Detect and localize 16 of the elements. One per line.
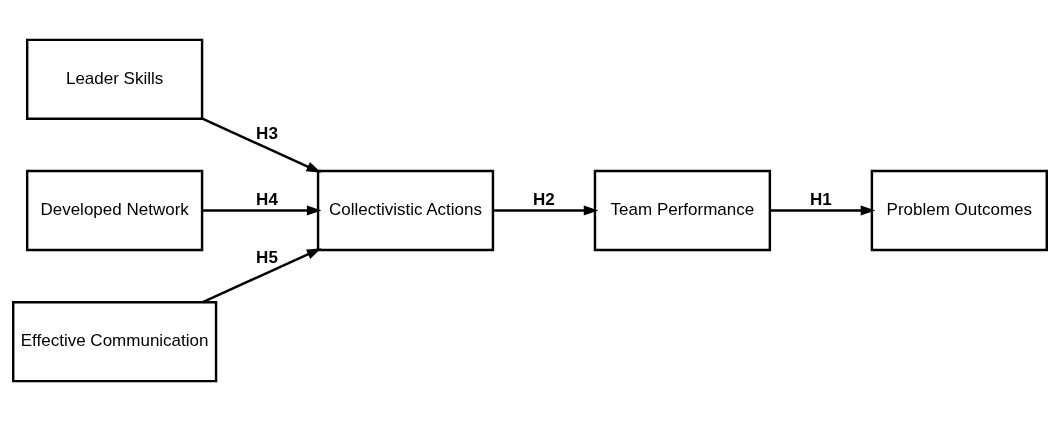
edge-label: H2	[533, 189, 555, 209]
edge-label: H4	[256, 189, 278, 209]
node-box: Problem Outcomes	[870, 169, 1048, 252]
arrow	[770, 205, 876, 216]
arrow	[201, 117, 322, 173]
node-box: Team Performance	[593, 169, 772, 252]
edge-label: H5	[256, 247, 278, 267]
edge-label: H3	[256, 124, 278, 144]
arrow	[202, 248, 322, 304]
node-box: Effective Communication	[12, 301, 218, 383]
arrow	[493, 205, 599, 216]
edge-label: H1	[809, 189, 832, 209]
node-box: Developed Network	[25, 169, 204, 252]
node-box: Collectivistic Actions	[316, 169, 495, 252]
node-box: Leader Skills	[25, 38, 204, 120]
arrow	[202, 205, 322, 216]
